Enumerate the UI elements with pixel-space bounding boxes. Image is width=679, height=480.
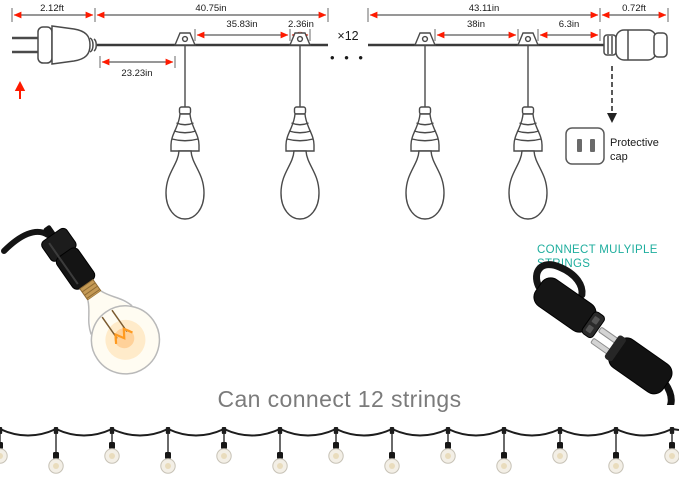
red-pointer-arrow	[14, 81, 26, 99]
strip-bulb	[104, 426, 120, 464]
dim-label-end-lead: 0.72ft	[622, 3, 646, 14]
strip-bulb	[608, 426, 624, 474]
socket-bulb-photo	[1, 225, 161, 375]
protective-cap-icon	[565, 127, 605, 165]
dimension-diagram: 2.12ft 40.75in 43.11in 0.72ft 35.83in 2.…	[11, 3, 669, 220]
hanging-socket-bulb	[280, 32, 320, 220]
multiplier-label: ×12	[337, 29, 358, 43]
protective-cap-label-line1: Protective	[610, 137, 659, 149]
hanging-socket-bulb	[165, 32, 205, 220]
hanging-socket-bulb	[508, 32, 548, 220]
dimension-ticks	[11, 8, 669, 68]
power-plug-icon	[12, 25, 97, 65]
connect-label-line1: CONNECT MULYIPLE	[537, 244, 658, 256]
dim-label-right-string: 43.11in	[469, 3, 499, 14]
dim-label-hanger-width: 2.36in	[288, 19, 314, 30]
dim-label-lead-to-first-socket: 23.23in	[121, 68, 152, 79]
socket-with-bulb	[41, 225, 161, 375]
ellipsis-dots: • • •	[330, 50, 366, 65]
strip-bulb	[440, 426, 456, 464]
connector-plugs-photo	[533, 261, 675, 405]
dim-label-plug-lead: 2.12ft	[40, 3, 64, 14]
strip-bulb	[216, 426, 232, 464]
strip-bulb	[272, 426, 288, 474]
strip-bulb	[496, 426, 512, 474]
string-lights-strip-photo	[0, 426, 679, 474]
caption-can-connect: Can connect 12 strings	[217, 386, 462, 412]
hanging-socket-bulb	[405, 32, 445, 220]
strip-bulb	[664, 426, 679, 464]
male-plug-icon	[590, 327, 675, 405]
strip-bulb	[160, 426, 176, 474]
dimension-lines	[13, 11, 667, 66]
end-connector-icon	[603, 29, 668, 61]
protective-cap-label-line2: cap	[610, 151, 628, 163]
strip-bulb	[384, 426, 400, 474]
strip-bulb	[328, 426, 344, 464]
strip-bulb	[552, 426, 568, 464]
strip-wire	[0, 427, 679, 437]
protective-cap-callout: Protective cap	[565, 66, 659, 165]
dim-label-socket-gap-left: 35.83in	[226, 19, 257, 30]
female-connector-icon	[533, 261, 605, 339]
cord	[1, 228, 51, 254]
dim-label-socket-gap-right: 38in	[467, 19, 485, 30]
dim-label-last-socket-to-end: 6.3in	[559, 19, 580, 30]
dim-label-left-string: 40.75in	[195, 3, 226, 14]
strip-bulb	[48, 426, 64, 474]
